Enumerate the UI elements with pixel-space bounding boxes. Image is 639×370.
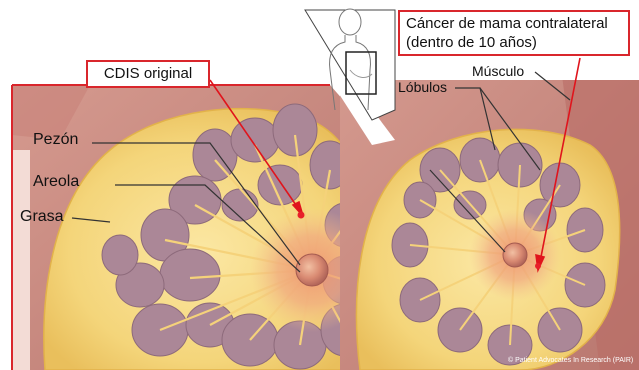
original-dcis-callout: CDIS original	[86, 60, 210, 88]
contralateral-callout: Cáncer de mama contralateral (dentro de …	[398, 10, 630, 56]
copyright-notice: © Patient Advocates In Research (PAIR)	[508, 357, 633, 364]
contralateral-line-1: Cáncer de mama contralateral	[406, 14, 622, 33]
original-dcis-tumor	[298, 212, 305, 219]
original-dcis-label: CDIS original	[104, 64, 192, 83]
contralateral-line-2: (dentro de 10 años)	[406, 33, 622, 52]
right-nipple	[503, 243, 527, 267]
left-nipple	[296, 254, 328, 286]
nipple-label: Pezón	[33, 131, 78, 149]
left-breast-panel	[12, 85, 374, 370]
lobules-label: Lóbulos	[398, 79, 447, 95]
contralateral-tumor	[535, 263, 541, 269]
muscle-label: Músculo	[472, 63, 524, 79]
fat-label: Grasa	[20, 208, 64, 226]
areola-label: Areola	[33, 173, 79, 191]
